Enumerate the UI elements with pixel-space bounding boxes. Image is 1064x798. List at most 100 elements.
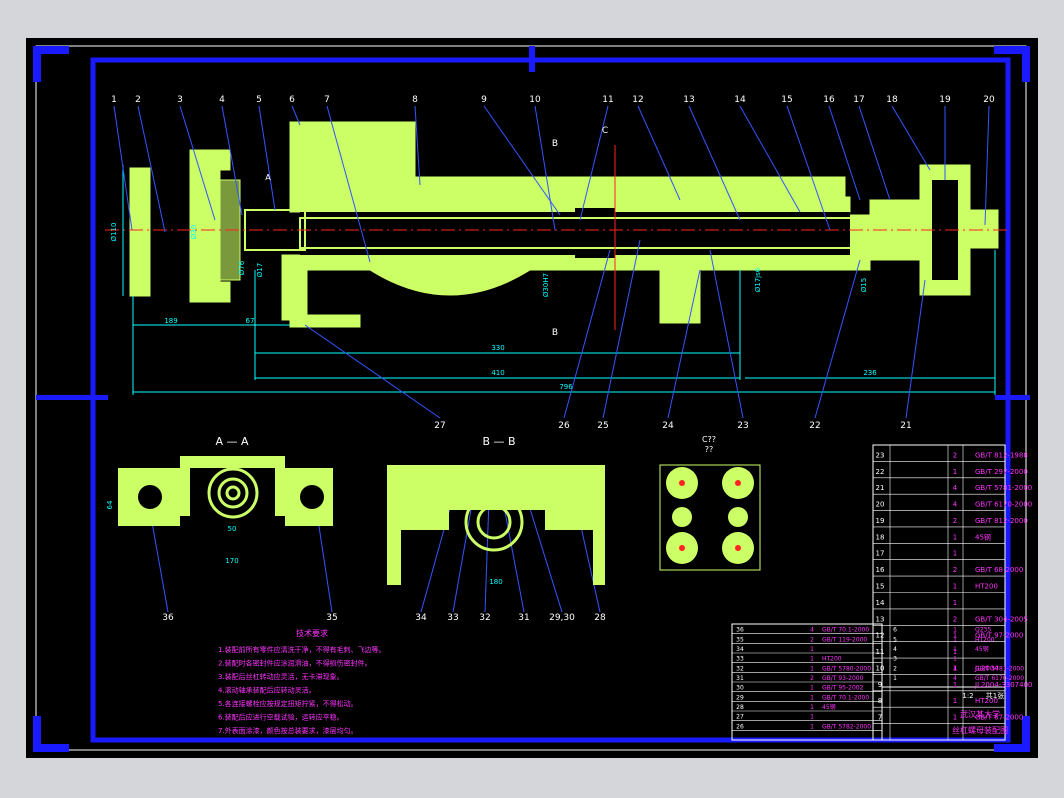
bom-mid-std-1: GB/T 6170-2000: [975, 675, 1024, 682]
notes-line-1: 1.装配前所有零件应清洗干净，不得有毛刺、飞边等。: [218, 645, 386, 654]
notes-line-6: 6.装配后应进行空载试验，运转应平稳。: [218, 713, 344, 722]
bom-right-std-10: JL2004: [974, 664, 999, 672]
leader-23: [709, 249, 744, 419]
view-c-plate: [659, 464, 761, 571]
dim-d_67: 67: [246, 317, 255, 325]
bom-right-qty-17: 1: [953, 550, 957, 558]
leader-14: [739, 105, 801, 213]
bom-mid-qty-3: 1: [953, 656, 957, 663]
bom-right-std-23: GB/T 812-1988: [975, 451, 1028, 459]
dim-d_189: 189: [164, 317, 177, 325]
bom-left-no-33: 33: [736, 656, 744, 663]
bom-left-qty-36: 4: [810, 627, 814, 634]
title-block-school: 武汉某大学: [960, 709, 1000, 719]
leader-5: [258, 105, 276, 211]
leader-12: [637, 105, 681, 201]
part-label-7: 7: [324, 95, 330, 105]
title-block-scale: 1:2: [962, 692, 973, 700]
part-label-5: 5: [256, 95, 262, 105]
bom-left-std-28: 45钢: [822, 703, 836, 711]
dim-aa_50: 50: [228, 525, 237, 533]
bom-left-std-35: GB/T 119-2000: [822, 636, 867, 643]
part-label-32: 32: [479, 613, 490, 623]
dim-d_236: 236: [863, 369, 877, 377]
bom-right-qty-13: 2: [953, 615, 957, 623]
bom-right-no-12: 12: [876, 632, 885, 640]
bom-right-qty-10: 1: [953, 664, 957, 672]
bom-left-std-29: GB/T 70.1-2000: [822, 694, 869, 701]
leader-8: [414, 105, 421, 186]
bom-right-std-8: HT200: [975, 697, 998, 705]
bom-left-std-26: GB/T 5782-2000: [822, 723, 871, 730]
view-c-centers: [679, 480, 741, 551]
leader-18: [891, 105, 931, 171]
bom-left-qty-35: 2: [810, 636, 814, 643]
part-label-35: 35: [326, 613, 337, 623]
bom-right-qty-22: 1: [953, 468, 957, 476]
bom-right-qty-23: 2: [953, 451, 957, 459]
bom-left-std-30: GB/T 95-2002: [822, 685, 864, 692]
bom-right-std-16: GB/T 68-2000: [975, 566, 1023, 574]
leader-7: [326, 105, 371, 263]
bom-right-qty-16: 2: [953, 566, 957, 574]
dim-d_796: 796: [559, 383, 573, 391]
notes-line-5: 5.各连接螺栓应按规定扭矩拧紧，不得松动。: [218, 699, 358, 708]
dim-aa_64: 64: [106, 500, 114, 509]
bom-right-no-9: 9: [878, 681, 882, 689]
bom-left-std-31: GB/T 93-2000: [822, 675, 864, 682]
part-label-10: 10: [529, 95, 541, 105]
part-label-31: 31: [518, 613, 529, 623]
part-label-15: 15: [781, 95, 792, 105]
bom-right-std-7: GB/T 67-2000: [975, 714, 1023, 722]
bom-right-no-18: 18: [876, 533, 885, 541]
cut-mark-a: A: [265, 173, 271, 182]
leader-13: [688, 105, 741, 221]
bom-right-std-9: JL2004-3307400: [974, 681, 1032, 689]
notes-line-7: 7.外表面涂漆，颜色按总装要求，漆层均匀。: [218, 726, 358, 735]
cut-mark-b-top: B: [552, 139, 558, 149]
cut-mark-b-bottom: B: [552, 328, 558, 338]
bom-left-no-36: 36: [736, 627, 744, 634]
part-label-17: 17: [853, 95, 864, 105]
dim-d_330: 330: [491, 344, 504, 352]
part-label-11: 11: [602, 95, 613, 105]
bom-row-lines: [732, 445, 1005, 740]
part-label-28: 28: [594, 613, 606, 623]
leader-16: [828, 105, 861, 201]
part-label-1: 1: [111, 95, 117, 105]
part-label-25: 25: [597, 421, 608, 431]
leader-22: [814, 259, 861, 419]
bom-right-no-15: 15: [876, 583, 885, 591]
part-label-18: 18: [886, 95, 898, 105]
bom-left-qty-33: 1: [810, 656, 814, 663]
part-label-36: 36: [162, 613, 174, 623]
leader-26: [563, 249, 611, 419]
bom-mid-qty-4: 1: [953, 646, 957, 653]
dim-phi110: Ø110: [110, 223, 118, 242]
view-c-subtitle: ??: [705, 445, 714, 454]
part-label-22: 22: [809, 421, 820, 431]
bom-left-no-32: 32: [736, 665, 744, 672]
bom-mid-qty-6: 1: [953, 627, 957, 634]
title-block-sheet: 共1张: [986, 691, 1004, 700]
section-bb-view: [387, 465, 605, 585]
bom-left-no-28: 28: [736, 704, 744, 711]
bom-mid-no-2: 2: [893, 665, 897, 672]
bom-right-qty-7: 1: [953, 714, 957, 722]
dim-phi76: Ø76: [238, 260, 246, 275]
part-label-34: 34: [415, 613, 427, 623]
bom-left-no-35: 35: [736, 636, 744, 643]
bom-right-std-22: GB/T 297-2000: [975, 468, 1028, 476]
leader-27: [304, 324, 441, 419]
bom-mid-qty-2: 4: [953, 665, 957, 672]
bom-left-qty-27: 1: [810, 714, 814, 721]
bom-left-no-34: 34: [736, 646, 744, 653]
dim-d_410: 410: [491, 369, 504, 377]
bom-mid-no-3: 3: [893, 656, 897, 663]
bom-right-std-20: GB/T 6170-2000: [975, 501, 1032, 509]
bom-right-no-16: 16: [876, 566, 885, 574]
part-label-9: 9: [481, 95, 487, 105]
part-label-3: 3: [177, 95, 183, 105]
bom-right-no-17: 17: [876, 550, 885, 558]
